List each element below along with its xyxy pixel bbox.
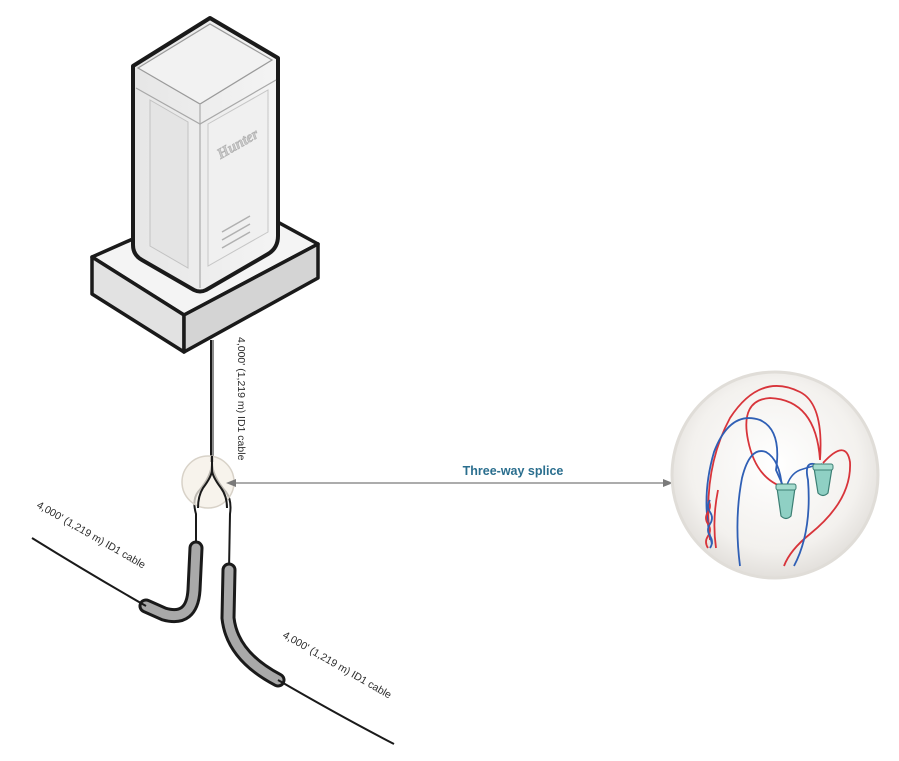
splice-pointer-arrow bbox=[226, 479, 673, 487]
arrowhead-left bbox=[226, 479, 236, 487]
left-conduit bbox=[138, 540, 204, 623]
splice-detail-magnifier bbox=[670, 370, 880, 580]
right-cable-line bbox=[277, 679, 395, 745]
splice-label: Three-way splice bbox=[463, 464, 564, 478]
controller-cabinet: Hunter bbox=[131, 16, 280, 294]
left-cable-label: 4,000' (1,219 m) ID1 cable bbox=[35, 499, 148, 571]
controller-pedestal: Hunter bbox=[90, 16, 320, 354]
vertical-cable bbox=[193, 340, 232, 571]
blue-wire bbox=[705, 417, 785, 545]
wire-connector-left bbox=[775, 483, 797, 520]
arrowhead-right bbox=[663, 479, 673, 487]
red-wire bbox=[707, 385, 822, 541]
vertical-cable-label: 4,000' (1,219 m) ID1 cable bbox=[235, 337, 247, 461]
wire-connector-right bbox=[812, 463, 834, 497]
left-cable-line bbox=[31, 537, 147, 607]
right-conduit bbox=[220, 562, 286, 688]
